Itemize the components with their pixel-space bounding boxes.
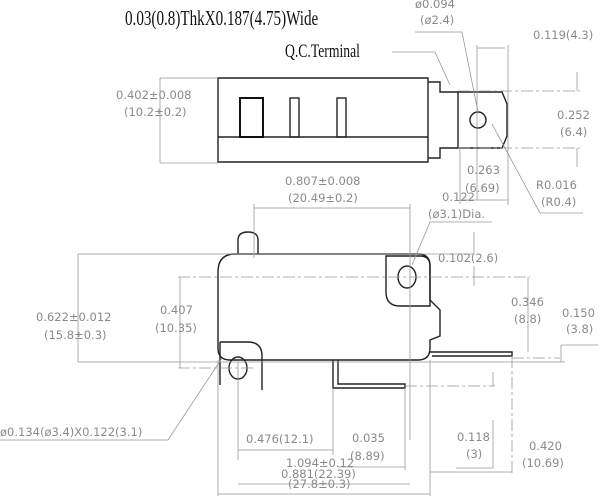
- hole-dia-mm: (ø2.4): [420, 13, 454, 27]
- slot-hole-dim: ø0.134(ø3.4)X0.122(3.1): [0, 425, 142, 439]
- front-body-outline: [217, 253, 441, 361]
- com-terminal: [332, 360, 406, 389]
- qc-terminal-leader: [392, 51, 451, 86]
- hole-spacing-mm: (20.49±0.2): [288, 191, 358, 205]
- terminal-offset-in: 0.150: [562, 306, 595, 320]
- hole-vertical-mm: (10.35): [155, 321, 197, 335]
- terminal-reach-in: 0.420: [529, 439, 562, 453]
- qc-terminal-label: Q.C.Terminal: [285, 40, 360, 62]
- top-slot: [336, 97, 347, 138]
- hole-offset-dim: 0.102(2.6): [438, 251, 498, 265]
- terminal-drop-mm: (3): [466, 447, 482, 461]
- mount-hole-leader: [411, 221, 492, 266]
- length-mm: (27.8±0.3): [288, 477, 351, 491]
- mount-boss-right: [385, 255, 431, 307]
- terminal-pos-dim: 0.476(12.1): [246, 432, 314, 446]
- terminal-length-in: 0.263: [467, 163, 500, 177]
- front-height-mm: (15.8±0.3): [44, 328, 107, 342]
- top-slot: [289, 97, 300, 138]
- terminal-vertical-in: 0.346: [511, 295, 544, 309]
- top-view: 0.402±0.008 (10.2±0.2) ø0.094 (ø2.4) 0.1…: [116, 0, 593, 214]
- qc-terminal-top: [457, 91, 508, 149]
- terminal-pitch-mm: (8.89): [350, 449, 385, 463]
- terminal-reach-mm: (10.69): [522, 456, 564, 470]
- top-tab: [428, 81, 458, 159]
- terminal-drop-in: 0.118: [457, 430, 490, 444]
- nc-terminal: [430, 351, 513, 357]
- actuator: [237, 231, 259, 254]
- hole-dia-leader: [415, 31, 479, 113]
- slot-hole-leader: [0, 357, 223, 441]
- top-body-outline: [217, 77, 429, 163]
- mount-hole-mm: (ø3.1)Dia.: [428, 207, 485, 221]
- radius-in: R0.016: [536, 178, 577, 192]
- front-view: 0.807±0.008 (20.49±0.2) 0.122 (ø3.1)Dia.…: [0, 174, 598, 496]
- terminal-pitch-in: 0.035: [352, 431, 385, 445]
- mount-boss-left: [219, 341, 263, 390]
- terminal-vertical-mm: (8.8): [514, 312, 541, 326]
- top-slot: [239, 97, 264, 138]
- top-height-mm: (10.2±0.2): [124, 105, 187, 119]
- hole-dia-in: ø0.094: [415, 0, 455, 11]
- hole-spacing-in: 0.807±0.008: [285, 174, 360, 188]
- top-height-in: 0.402±0.008: [116, 88, 191, 102]
- overall-span-dim: 0.881(22.39): [281, 467, 356, 481]
- terminal-spec-title: 0.03(0.8)ThkX0.187(4.75)Wide: [125, 7, 318, 31]
- tab-width-dim: 0.119(4.3): [533, 28, 593, 42]
- hole-vertical-in: 0.407: [160, 303, 193, 317]
- mount-hole-in: 0.122: [442, 190, 475, 204]
- terminal-length-mm: (6.69): [465, 181, 500, 195]
- terminal-width-in: 0.252: [557, 108, 590, 122]
- terminal-hole: [469, 111, 487, 129]
- radius-leader: [491, 123, 583, 214]
- terminal-offset-mm: (3.8): [566, 322, 593, 336]
- length-in-label: 1.094±0.12: [286, 456, 354, 470]
- front-height-in: 0.622±0.012: [36, 310, 111, 324]
- radius-mm: (R0.4): [541, 195, 576, 209]
- terminal-width-mm: (6.4): [560, 125, 587, 139]
